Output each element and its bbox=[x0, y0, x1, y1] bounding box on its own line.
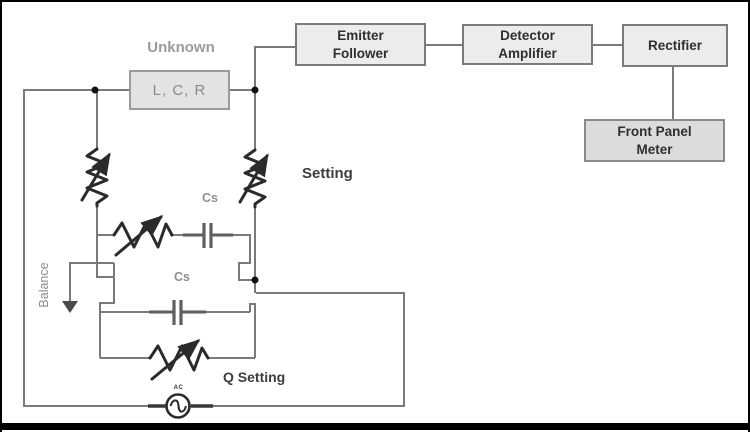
cs-mid-capacitor-plates bbox=[172, 300, 183, 325]
unknown-lcr-box: L, C, R bbox=[129, 70, 230, 110]
frame-bottom-border bbox=[2, 423, 748, 430]
setting-label: Setting bbox=[302, 165, 353, 182]
ground-branch-wire bbox=[69, 262, 114, 301]
bridge-top-resistor bbox=[112, 221, 174, 249]
left-step-wire bbox=[99, 263, 115, 358]
front-panel-meter-label: Front Panel Meter bbox=[617, 123, 692, 157]
middle-bridge-branch-wire bbox=[100, 303, 256, 358]
unknown-label: Unknown bbox=[147, 39, 215, 56]
left-rail-wire bbox=[96, 90, 114, 278]
balance-label: Balance bbox=[37, 262, 51, 308]
junction-dot-left bbox=[91, 86, 99, 94]
block-detector-amplifier: Detector Amplifier bbox=[462, 24, 593, 65]
setting-resistor-right-arrow bbox=[238, 153, 269, 204]
block-chain-wires bbox=[426, 44, 674, 119]
q-setting-label: Q Setting bbox=[223, 369, 286, 385]
cs-mid-label: Cs bbox=[174, 270, 190, 284]
block-front-panel-meter: Front Panel Meter bbox=[584, 119, 725, 162]
ac-source-label: AC bbox=[173, 385, 184, 391]
source-to-emitter-wire bbox=[230, 46, 295, 91]
ac-source-icon bbox=[148, 393, 213, 419]
balance-resistor-left-arrow bbox=[80, 152, 111, 202]
cs-top-label: Cs bbox=[202, 191, 218, 205]
junction-dot-right-mid bbox=[251, 276, 259, 284]
detector-amplifier-label: Detector Amplifier bbox=[498, 27, 557, 61]
block-emitter-follower: Emitter Follower bbox=[295, 23, 426, 66]
emitter-follower-label: Emitter Follower bbox=[332, 27, 389, 61]
q-setting-resistor-arrow bbox=[150, 339, 201, 381]
ground-icon bbox=[62, 301, 78, 313]
cs-top-capacitor-plates bbox=[202, 223, 213, 248]
rectifier-label: Rectifier bbox=[647, 37, 703, 53]
bridge-top-resistor-arrow bbox=[114, 215, 164, 257]
block-rectifier: Rectifier bbox=[622, 24, 728, 67]
lcr-box-label: L, C, R bbox=[152, 81, 207, 99]
junction-dot-right-top bbox=[251, 86, 259, 94]
